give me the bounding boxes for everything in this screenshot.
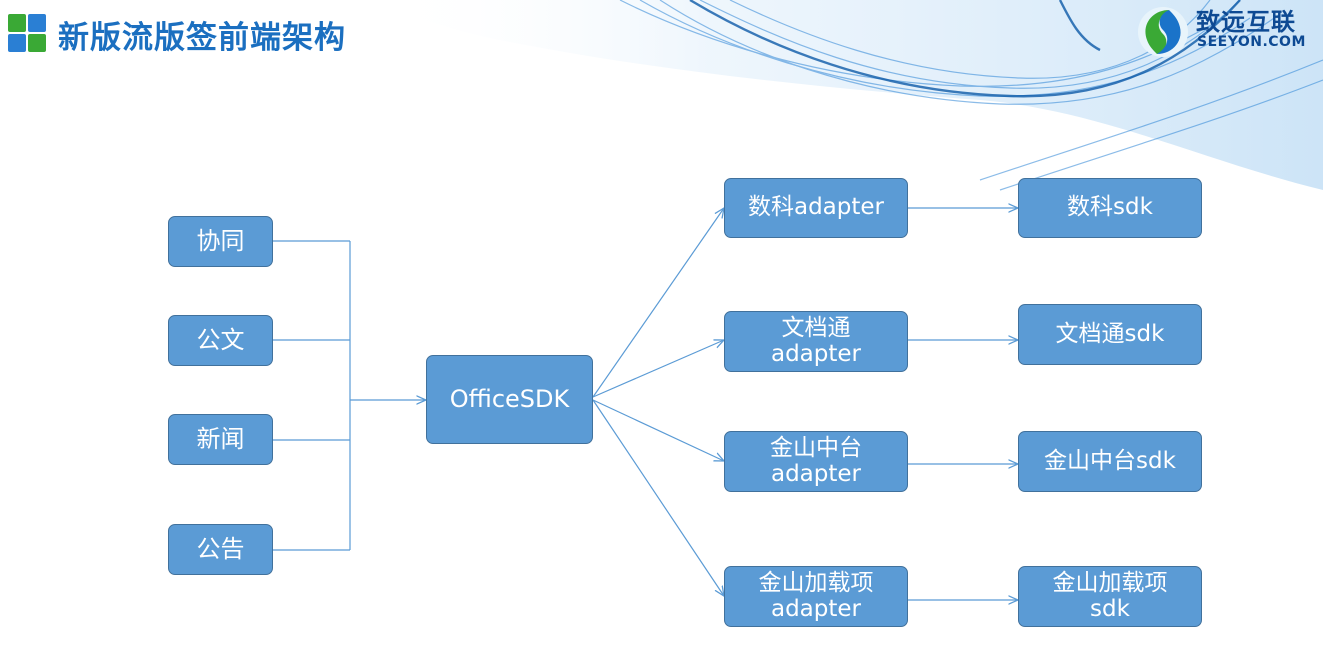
sdk-box-jinshan-zhongtai: 金山中台sdk — [1018, 431, 1202, 492]
source-box-xietong: 协同 — [168, 216, 273, 267]
center-label: OfficeSDK — [449, 385, 570, 414]
sdk-box-wendangtong: 文档通sdk — [1018, 304, 1202, 365]
center-box-officesdk: OfficeSDK — [426, 355, 593, 444]
sdk-box-jinshan-jiazaixiang: 金山加载项 sdk — [1018, 566, 1202, 627]
source-box-gonggao: 公告 — [168, 524, 273, 575]
adapter-label: 金山加载项 adapter — [758, 570, 874, 622]
connector-center-adapter-3 — [592, 399, 724, 461]
logo-chinese-text: 致远互联 — [1196, 8, 1296, 36]
source-box-gongwen: 公文 — [168, 315, 273, 366]
page-title: 新版流版签前端架构 — [58, 20, 346, 56]
title-squares-icon — [8, 14, 46, 52]
source-label: 新闻 — [196, 425, 245, 454]
sdk-label: 金山中台sdk — [1044, 447, 1176, 474]
seeyon-logo-icon — [1138, 7, 1188, 57]
sdk-box-shuke: 数科sdk — [1018, 178, 1202, 238]
adapter-box-shuke: 数科adapter — [724, 178, 908, 238]
adapter-label: 数科adapter — [747, 194, 884, 221]
source-label: 公告 — [196, 535, 245, 564]
adapter-box-jinshan-zhongtai: 金山中台 adapter — [724, 431, 908, 492]
connector-center-adapter-4 — [592, 399, 724, 596]
adapter-box-wendangtong: 文档通 adapter — [724, 311, 908, 372]
adapter-label: 文档通 adapter — [770, 315, 861, 367]
connector-center-adapter-2 — [592, 340, 724, 398]
connector-center-adapter-1 — [592, 208, 724, 398]
sdk-label: 数科sdk — [1067, 194, 1153, 221]
source-label: 公文 — [196, 326, 245, 355]
adapter-label: 金山中台 adapter — [770, 435, 862, 487]
source-label: 协同 — [196, 227, 245, 256]
sdk-label: 金山加载项 sdk — [1052, 570, 1168, 622]
logo-english-text: SEEYON.COM — [1197, 34, 1306, 50]
sdk-label: 文档通sdk — [1055, 320, 1165, 347]
source-box-xinwen: 新闻 — [168, 414, 273, 465]
adapter-box-jinshan-jiazaixiang: 金山加载项 adapter — [724, 566, 908, 627]
